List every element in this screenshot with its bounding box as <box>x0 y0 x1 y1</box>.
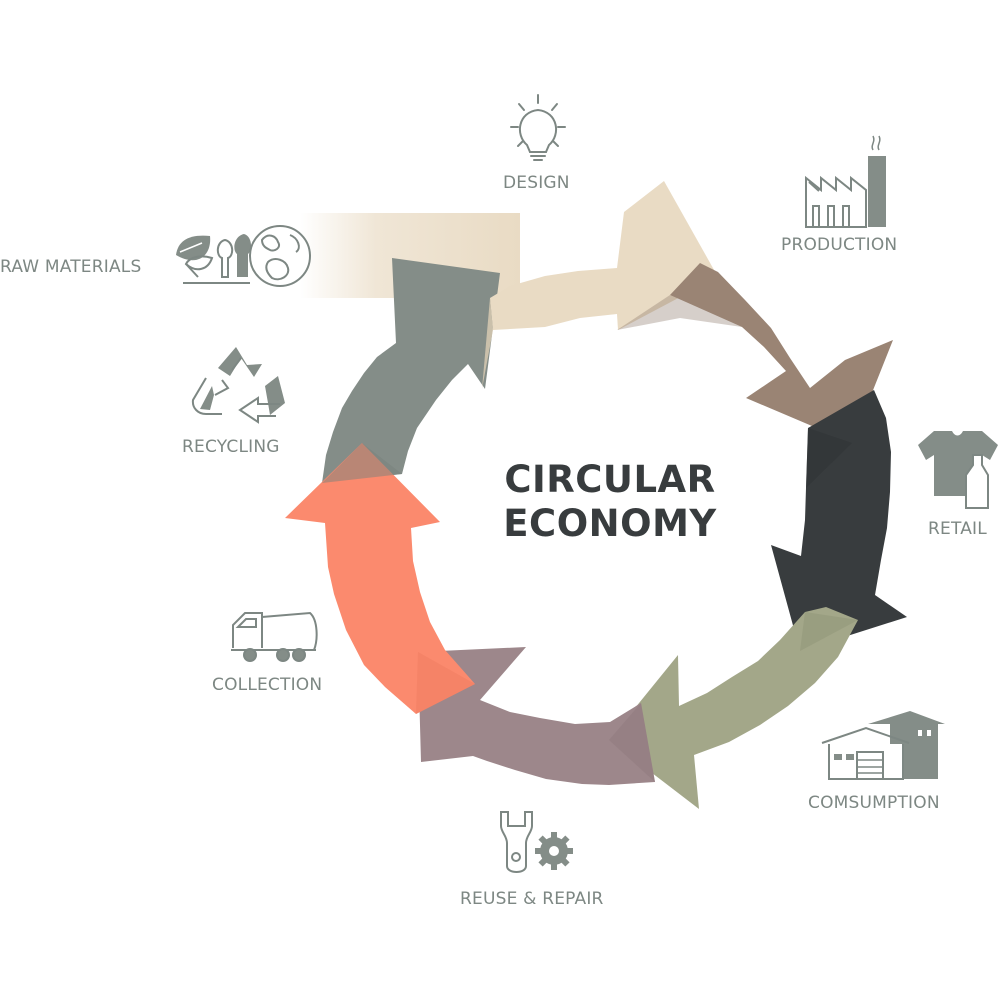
stage-label-retail: RETAIL <box>928 519 987 539</box>
stage-label-collection: COLLECTION <box>212 675 323 695</box>
house-icon <box>821 711 945 780</box>
cycle-arrows <box>285 181 907 809</box>
diagram-title-line1: CIRCULAR <box>504 458 716 501</box>
recycle-icon <box>191 347 285 424</box>
garbage-truck-icon <box>231 611 318 662</box>
arrow-design <box>490 181 718 330</box>
lightbulb-icon <box>510 94 566 161</box>
stage-label-design: DESIGN <box>503 173 570 193</box>
stage-label-production: PRODUCTION <box>781 235 898 255</box>
tshirt-bottle-icon <box>918 431 998 509</box>
diagram-title: CIRCULAR ECONOMY <box>440 458 780 546</box>
arrow-reuse-repair <box>418 647 655 785</box>
arrow-retail <box>771 390 907 651</box>
stage-label-raw-materials: RAW MATERIALS <box>0 257 142 277</box>
stage-label-consumption: COMSUMPTION <box>808 793 940 813</box>
nature-globe-icon <box>176 225 311 287</box>
arrow-production <box>670 263 893 443</box>
factory-icon <box>805 135 886 228</box>
stage-label-recycling: RECYCLING <box>182 437 280 457</box>
diagram-title-line2: ECONOMY <box>503 502 717 545</box>
stage-label-reuse-repair: REUSE & REPAIR <box>460 889 604 909</box>
arrow-recycling <box>322 258 500 483</box>
arrow-consumption <box>609 607 858 809</box>
arrow-collection <box>285 443 475 714</box>
wrench-gear-icon <box>500 811 573 873</box>
